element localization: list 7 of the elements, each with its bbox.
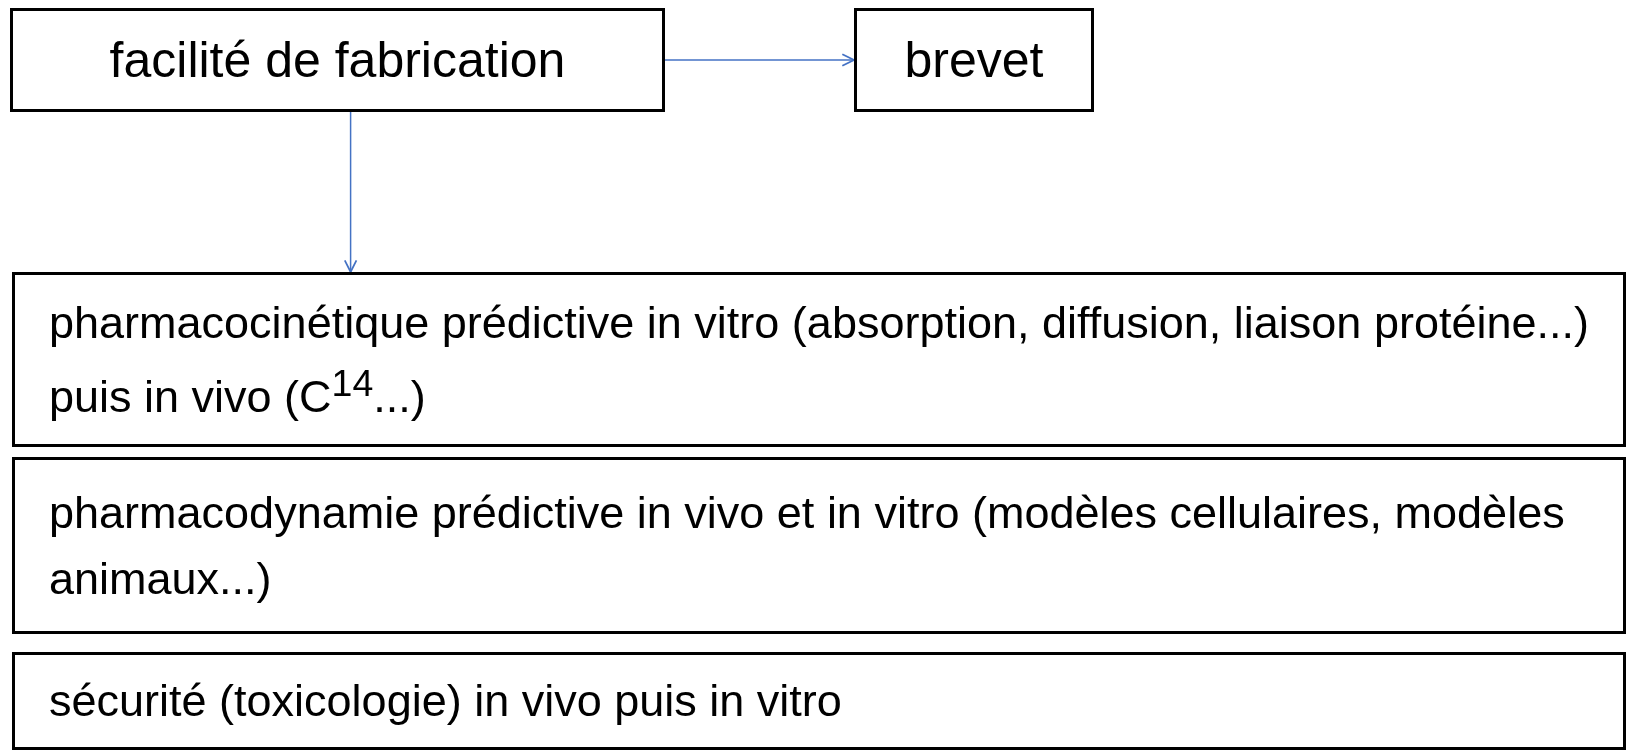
text-box: pharmacodynamie prédictive in vivo et in vitro (modèles cellulaires, modèles animaux...) (12, 457, 1626, 634)
text-box: facilité de fabrication (10, 8, 665, 112)
text-box: pharmacocinétique prédictive in vitro (absorption, diffusion, liaison protéine...) puis in vivo (C$^{14}$...) (12, 272, 1626, 447)
text-box: brevet (854, 8, 1094, 112)
arrow (664, 53, 855, 67)
arrow (343, 111, 358, 273)
text-box: sécurité (toxicologie) in vivo puis in vitro (12, 652, 1626, 750)
